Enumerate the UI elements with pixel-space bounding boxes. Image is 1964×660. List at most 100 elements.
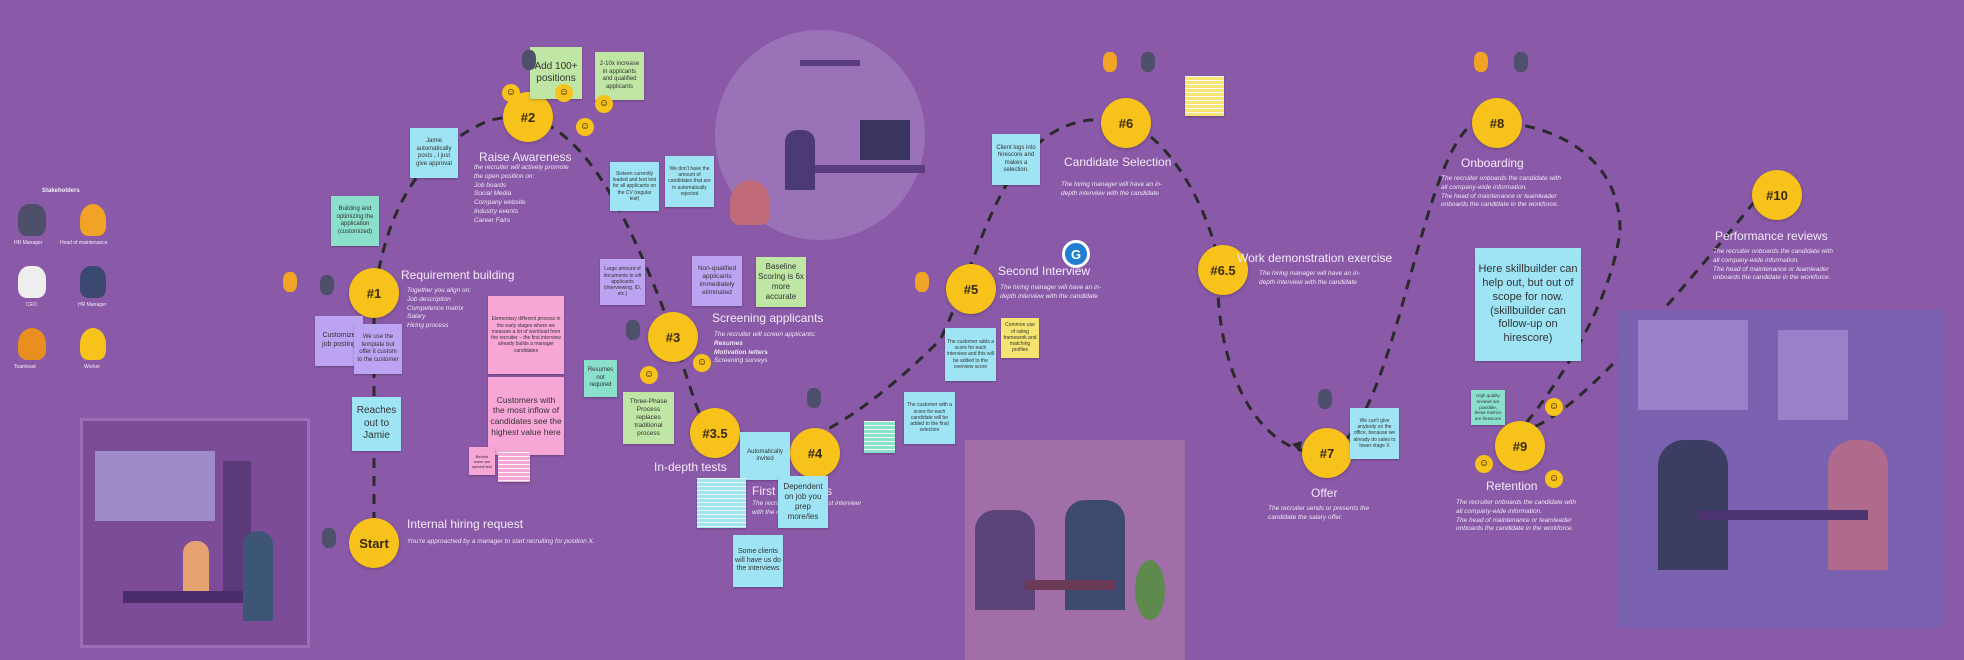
collaborator-avatar[interactable]: G	[1062, 240, 1090, 268]
person-icon	[283, 272, 297, 292]
stage-8-node[interactable]: #8	[1472, 98, 1522, 148]
stage-3-title: Screening applicants	[712, 311, 824, 325]
note-template[interactable]: We use the template but offer it custom …	[354, 324, 402, 374]
note-three-phase[interactable]: Three-Phase Process replaces traditional…	[623, 392, 674, 444]
stage-2-title: Raise Awareness	[479, 150, 572, 164]
stakeholders-panel: Stakeholders HR Manager Head of maintena…	[8, 188, 118, 383]
note-increase[interactable]: 2-10x increase in applicants and qualifi…	[595, 52, 644, 100]
stage-7-title: Offer	[1311, 486, 1338, 500]
note-elementary[interactable]: Elementary different process in the earl…	[488, 296, 564, 374]
avatar-emoji-icon: ☺	[1545, 470, 1563, 488]
note-interview-score[interactable]: The customer adds a score for each inter…	[945, 328, 996, 381]
note-dont-have[interactable]: We don't have the amount of candidates t…	[665, 156, 714, 207]
note-jamie-auto[interactable]: Jamie automatically posts , I just give …	[410, 128, 458, 178]
note-customers-inflow[interactable]: Customers with the most inflow of candid…	[488, 377, 564, 455]
note-client-logs[interactable]: Client logs into hirescore and makes a s…	[992, 134, 1040, 185]
person-icon	[807, 388, 821, 408]
note-baseline[interactable]: Baseline Scoring is 6x more accurate	[756, 257, 806, 307]
note-high-quality[interactable]: High quality reviews are possible, these…	[1471, 390, 1505, 425]
stage-6-title: Candidate Selection	[1064, 155, 1172, 169]
stage-3-5-node[interactable]: #3.5	[690, 408, 740, 458]
avatar-emoji-icon: ☺	[502, 84, 520, 102]
stage-4-node[interactable]: #4	[790, 428, 840, 478]
stakeholder-teamlead: Teamlead	[14, 364, 36, 370]
person-icon	[626, 320, 640, 340]
stage-start-title: Internal hiring request	[407, 517, 524, 531]
note-lines[interactable]	[498, 452, 530, 482]
stage-7-node[interactable]: #7	[1302, 428, 1352, 478]
stakeholder-hr-manager-2: HR Manager	[78, 302, 107, 308]
note-non-qualified[interactable]: Non-qualified applicants immediately eli…	[692, 256, 742, 306]
stage-3-5-title: In-depth tests	[654, 460, 727, 474]
worker-helmet-icon	[80, 328, 106, 360]
person-icon	[1474, 52, 1488, 72]
office-illustration-left	[80, 418, 310, 648]
stage-9-desc: The recruiter onboards the candidate wit…	[1456, 499, 1576, 533]
stage-1-title: Requirement building	[401, 268, 515, 282]
stage-3-desc: The recruiter will screen applicants:Res…	[714, 331, 816, 365]
stage-6-node[interactable]: #6	[1101, 98, 1151, 148]
stakeholder-ceo: CEO	[26, 302, 37, 308]
stage-5-desc: The hiring manager will have an in-depth…	[1000, 284, 1102, 300]
stage-10-desc: The recruiter onboards the candidate wit…	[1713, 248, 1833, 282]
note-customer-score[interactable]: The customer with a score for each candi…	[904, 392, 955, 444]
note-here-skill[interactable]: Here skillbuilder can help out, but out …	[1475, 248, 1581, 361]
stage-6-5-title: Work demonstration exercise	[1237, 251, 1393, 265]
note-scoring-ai[interactable]: Sixteen currently loaded and test tool f…	[610, 162, 659, 211]
avatar-emoji-icon: ☺	[693, 354, 711, 372]
note-lines-yellow[interactable]	[1185, 76, 1224, 116]
stage-9-title: Retention	[1486, 479, 1538, 493]
stage-3-node[interactable]: #3	[648, 312, 698, 362]
stage-start-node[interactable]: Start	[349, 518, 399, 568]
stage-10-title: Performance reviews	[1715, 229, 1828, 243]
worker-helmet-icon	[18, 328, 46, 360]
stage-5-title: Second Interview	[998, 264, 1091, 278]
person-icon	[18, 204, 46, 236]
stakeholder-hr-manager: HR Manager	[14, 240, 43, 246]
avatar-emoji-icon: ☺	[640, 366, 658, 384]
stage-6-5-desc: The hiring manager will have an in-depth…	[1259, 270, 1361, 286]
note-lines-teal[interactable]	[864, 421, 895, 453]
note-lines-blue[interactable]	[697, 478, 746, 528]
note-behind[interactable]: Behind some are special test	[469, 447, 495, 475]
person-icon	[1318, 389, 1332, 409]
person-icon	[320, 275, 334, 295]
stakeholder-worker: Worker	[84, 364, 101, 370]
note-common-use[interactable]: Common use of rating framework and match…	[1001, 318, 1039, 358]
stakeholders-title: Stakeholders	[42, 188, 80, 194]
avatar-emoji-icon: ☺	[1475, 455, 1493, 473]
stage-6-5-node[interactable]: #6.5	[1198, 245, 1248, 295]
stage-8-desc: The recruiter onboards the candidate wit…	[1441, 175, 1561, 209]
note-auto-invited[interactable]: Automatically invited	[740, 432, 790, 480]
stage-6-desc: The hiring manager will have an in-depth…	[1061, 181, 1163, 197]
person-icon	[322, 528, 336, 548]
person-icon	[522, 50, 536, 70]
avatar-emoji-icon: ☺	[555, 84, 573, 102]
avatar-emoji-icon: ☺	[595, 95, 613, 113]
stage-9-node[interactable]: #9	[1495, 421, 1545, 471]
person-icon	[1514, 52, 1528, 72]
avatar-emoji-icon: ☺	[1545, 398, 1563, 416]
stakeholder-head-maintenance: Head of maintenance	[60, 240, 108, 246]
worker-helmet-icon	[80, 204, 106, 236]
stage-start-desc: You're approached by a manager to start …	[407, 538, 595, 545]
note-building[interactable]: Building and optimizing the application …	[331, 196, 379, 246]
stage-10-node[interactable]: #10	[1752, 170, 1802, 220]
stage-8-title: Onboarding	[1461, 156, 1524, 170]
note-resumes[interactable]: Resumes not required	[584, 360, 617, 397]
note-dependent[interactable]: Dependent on job you prep more/les	[778, 476, 828, 528]
person-icon	[1141, 52, 1155, 72]
note-large-amount[interactable]: Large amount of documents to sift applic…	[600, 259, 645, 305]
stage-5-node[interactable]: #5	[946, 264, 996, 314]
handshake-illustration	[965, 440, 1185, 660]
note-some-clients[interactable]: Some clients will have us do the intervi…	[733, 535, 783, 587]
stage-1-node[interactable]: #1	[349, 268, 399, 318]
note-we-stay[interactable]: We can't give anybody on the office, bec…	[1350, 408, 1399, 459]
person-icon	[80, 266, 106, 298]
note-reaches[interactable]: Reaches out to Jamie	[352, 397, 401, 451]
cafe-illustration	[1618, 310, 1943, 628]
